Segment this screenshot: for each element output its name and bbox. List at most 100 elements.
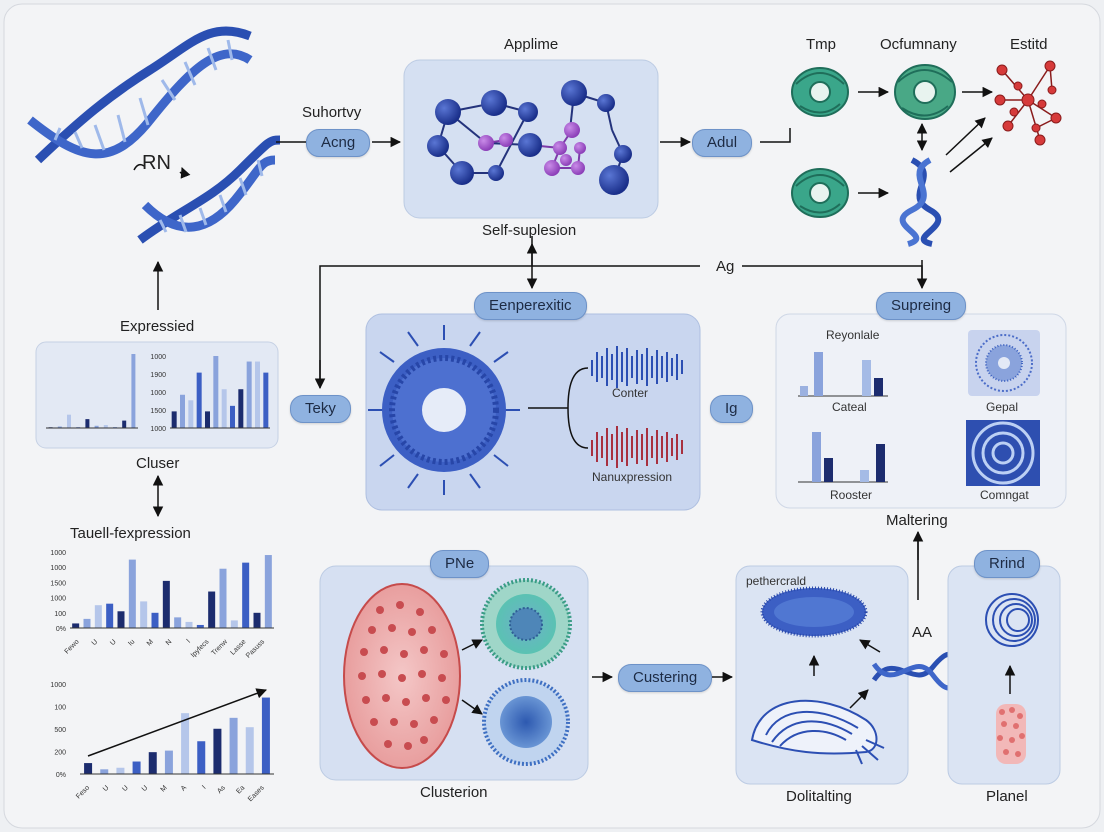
custering-pill[interactable]: Custering xyxy=(618,664,713,692)
connector-adul-tmp xyxy=(760,128,791,143)
expressied-right-bar xyxy=(188,400,194,428)
rn-hook-right xyxy=(179,167,191,179)
tauell-bar xyxy=(208,591,216,628)
expressied-right-bar xyxy=(246,361,252,428)
dna-helix-top-icon xyxy=(27,26,253,164)
tauell-bar xyxy=(72,623,80,628)
tauell-bar xyxy=(117,611,125,628)
expressied-right-bar xyxy=(263,372,269,428)
arrow-dna-cell xyxy=(859,639,881,653)
tauell-xtick: U xyxy=(109,638,118,647)
bottom-bar xyxy=(181,713,190,774)
pne-pill[interactable]: PNe xyxy=(430,550,490,578)
bottom-bar xyxy=(197,741,206,774)
bottom-xtick: M xyxy=(160,784,169,793)
supreing-pill[interactable]: Supreing xyxy=(876,292,967,320)
expressied-left-bar xyxy=(103,425,108,428)
bottom-bar xyxy=(229,717,238,774)
bottom-bar xyxy=(213,728,222,774)
connector-branch xyxy=(528,367,589,449)
tauell-bar xyxy=(264,555,272,628)
spiral-icon xyxy=(985,593,1039,647)
suhortvy-label: Suhortvy xyxy=(302,104,362,121)
teky-pill[interactable]: Teky xyxy=(290,395,351,423)
organelle-icon xyxy=(750,699,885,765)
bottom-xtick: U xyxy=(102,784,111,793)
expressied-right-bar xyxy=(221,389,227,428)
tauell-bar xyxy=(83,618,91,628)
tauell-ytick: 0% xyxy=(56,626,66,633)
waveform-red-icon xyxy=(591,426,683,468)
arrow-dna-estitd-1 xyxy=(945,117,986,156)
tauell-ytick: 1000 xyxy=(50,550,66,557)
tauell-ytick: 1000 xyxy=(50,596,66,603)
tauell-xtick: Iu xyxy=(127,638,136,647)
tauell-bar xyxy=(219,568,227,628)
tauell-bar xyxy=(128,559,136,628)
tauell-xtick: l xyxy=(186,638,192,644)
adul-pill[interactable]: Adul xyxy=(692,129,753,157)
molecule-network-icon xyxy=(427,80,632,195)
estitd-molecule-icon xyxy=(994,60,1062,146)
expressied-right-bar xyxy=(205,411,210,428)
bottom-xtick: As xyxy=(216,784,227,795)
self-suplesion-label: Self-suplesion xyxy=(482,222,577,239)
rrind-pill[interactable]: Rrind xyxy=(974,550,1040,578)
applime-label: Applime xyxy=(504,36,559,53)
tauell-bar xyxy=(94,605,102,628)
expressied-left-bar xyxy=(94,425,99,428)
planel-label: Planel xyxy=(986,788,1028,805)
expressied-right-ytick: 1000 xyxy=(150,426,166,433)
reyonlale-pattern-icon xyxy=(968,330,1040,396)
ocfumnany-label: Ocfumnany xyxy=(880,36,957,53)
protein-ocfumnany-icon xyxy=(894,64,956,120)
expressied-right-ytick: 1000 xyxy=(150,390,166,397)
spiky-cell-icon xyxy=(368,325,520,495)
rooster-label: Rooster xyxy=(830,488,873,502)
tmp-label: Tmp xyxy=(806,36,836,53)
acng-pill[interactable]: Acng xyxy=(306,129,371,157)
maltering-label: Maltering xyxy=(886,512,948,529)
red-fiber-icon xyxy=(996,704,1026,764)
dolitalting-label: Dolitalting xyxy=(786,788,852,805)
tauell-bar xyxy=(106,603,114,628)
clusterion-label: Clusterion xyxy=(420,784,488,801)
tauell-ytick: 100 xyxy=(54,611,66,618)
tauell-xtick: N xyxy=(165,638,174,647)
tauell-ytick: 1500 xyxy=(50,580,66,587)
estitd-label: Estitd xyxy=(1010,36,1048,53)
expressied-right-bar xyxy=(196,372,202,428)
bottom-xtick: A xyxy=(180,784,188,792)
bottom-ytick: 100 xyxy=(54,705,66,712)
expressied-left-bar xyxy=(122,420,127,428)
tauell-xtick: M xyxy=(146,638,155,647)
expressied-right-ytick: 1900 xyxy=(150,372,166,379)
bottom-trend-arrow xyxy=(87,688,267,757)
bottom-ytick: 1000 xyxy=(50,682,66,689)
bottom-bar xyxy=(164,750,173,774)
bottom-bar xyxy=(84,763,93,774)
expressied-left-bar xyxy=(85,419,90,428)
bottom-bar xyxy=(100,769,109,774)
ig-pill[interactable]: Ig xyxy=(710,395,753,423)
tauell-bar xyxy=(253,612,261,628)
tauell-bar xyxy=(174,617,182,628)
bottom-ytick: 200 xyxy=(54,750,66,757)
expressied-right-ytick: 1500 xyxy=(150,408,166,415)
bottom-bar xyxy=(132,761,141,774)
arrow-dna-estitd-2 xyxy=(949,137,993,173)
tauell-label: Tauell-fexpression xyxy=(70,525,191,542)
bottom-xtick: Ea xyxy=(235,784,246,795)
rn-label: RN xyxy=(142,152,171,174)
tauell-xtick: U xyxy=(91,638,100,647)
bottom-xtick: U xyxy=(141,784,150,793)
blue-cell-icon xyxy=(482,678,570,766)
eenperexitic-pill[interactable]: Eenperexitic xyxy=(474,292,587,320)
tauell-bar xyxy=(151,612,159,628)
bottom-bar xyxy=(245,727,254,774)
bottom-bar xyxy=(148,752,157,774)
nanuxpression-label: Nanuxpression xyxy=(592,470,673,484)
expressied-label: Expressied xyxy=(120,318,195,335)
